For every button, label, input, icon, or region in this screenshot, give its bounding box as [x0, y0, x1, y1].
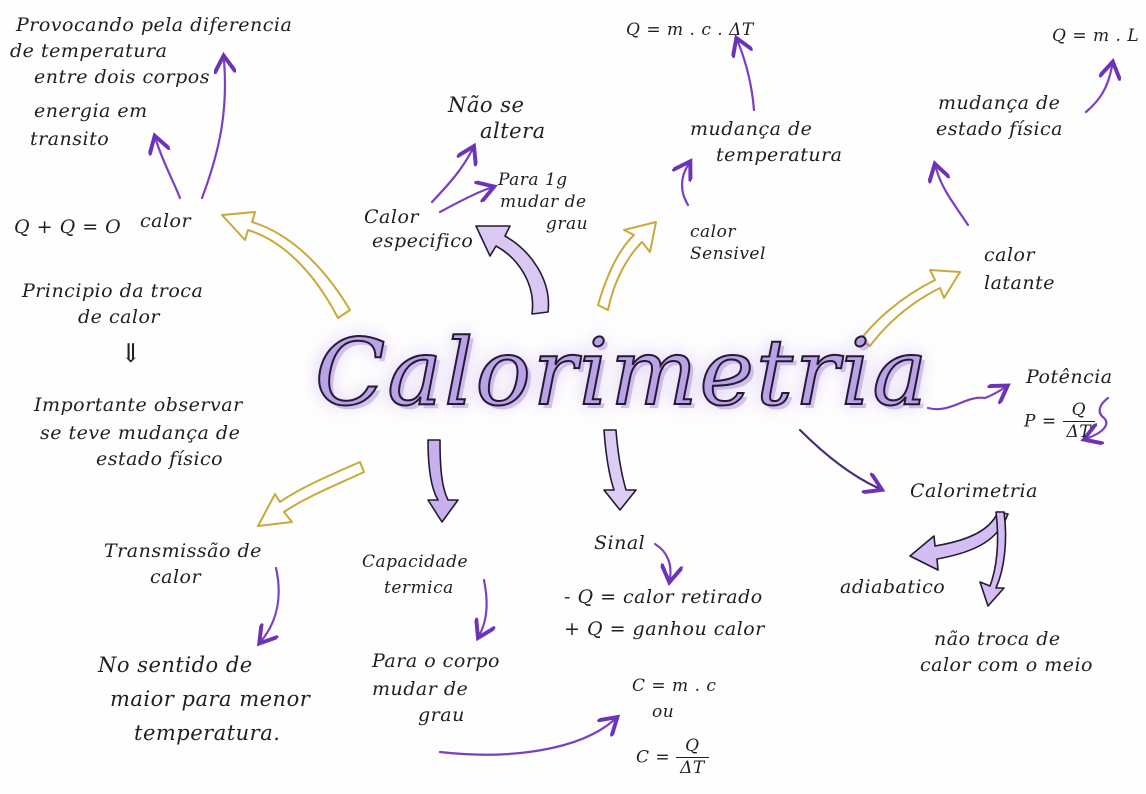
arrow-estado-formula: [1084, 66, 1112, 114]
capacidade-numerator: Q: [676, 736, 709, 759]
para1g-text-line1: Para 1g: [498, 170, 568, 190]
arrow-sensivel-mudanca: [682, 165, 688, 207]
yellow-arrow-to-sensivel: [597, 221, 657, 311]
mudanca-estado-line2: estado física: [936, 118, 1064, 140]
arrow-title-potencia: [926, 388, 1004, 411]
importante-text-line1: Importante observar: [34, 394, 243, 416]
calor-label: calor: [140, 210, 192, 232]
purple-arrow-to-adiabatico: [909, 511, 1009, 571]
principio-text-line1: Principio da troca: [22, 280, 204, 302]
potencia-label: Potência: [1026, 366, 1113, 388]
calor-latente-label-line1: calor: [984, 244, 1036, 266]
potencia-fraction: Q ΔT: [1062, 400, 1096, 444]
yellow-arrow-to-latente: [859, 269, 961, 347]
arrow-sinal-list: [653, 542, 670, 578]
sinal-negativo: - Q = calor retirado: [564, 586, 763, 608]
importante-text-line2: se teve mudança de: [40, 422, 241, 444]
nao-altera-text-line2: altera: [480, 119, 546, 143]
sensivel-formula: Q = m . c . ΔT: [626, 20, 754, 40]
arrow-mudanca-formula: [738, 42, 756, 112]
main-title: Calorimetria: [314, 318, 930, 427]
para-corpo-line3: grau: [418, 704, 465, 726]
capacidade-label-line2: termica: [384, 578, 454, 598]
arrow-corpo-formula: [438, 720, 614, 756]
potencia-numerator: Q: [1062, 400, 1096, 423]
transmissao-label-line2: calor: [150, 566, 202, 588]
equacao-text: Q + Q = O: [14, 216, 122, 238]
purple-arrow-to-para1g: [475, 225, 550, 315]
calor-sensivel-label-line1: calor: [690, 222, 736, 242]
purple-arrow-to-sinal: [603, 429, 637, 511]
provocado-text-line3: entre dois corpos: [34, 66, 210, 88]
provocado-text-line1: Provocando pela diferencia: [16, 14, 293, 36]
capacidade-denominator: ΔT: [680, 758, 705, 779]
energia-text-line1: energia em: [34, 100, 148, 122]
yellow-arrow-to-calor: [221, 211, 351, 319]
yellow-arrow-to-transmissao: [257, 461, 365, 527]
sinal-label: Sinal: [594, 532, 646, 554]
capacidade-formula1: C = m . c: [632, 676, 717, 696]
capacidade-formula2-left: C =: [636, 747, 671, 768]
arrow-transmissao-sentido: [262, 566, 280, 640]
energia-text-line2: transito: [30, 128, 110, 150]
capacidade-fraction: Q ΔT: [676, 736, 709, 780]
implies-arrow-icon: ⇓: [120, 339, 143, 369]
sinal-positivo: + Q = ganhou calor: [564, 618, 765, 640]
capacidade-ou: ou: [652, 702, 675, 722]
para1g-text-line2: mudar de: [500, 192, 587, 212]
calor-sensivel-label-line2: Sensivel: [690, 244, 766, 264]
adiabatico-text: adiabatico: [840, 576, 946, 598]
arrow-especifico-para1g: [438, 188, 490, 214]
potencia-denominator: ΔT: [1066, 422, 1092, 443]
nao-troca-line2: calor com o meio: [920, 654, 1093, 676]
arrow-calor-provocado: [200, 60, 225, 200]
provocado-text-line2: de temperatura: [10, 40, 168, 62]
purple-arrow-to-nao-troca: [979, 511, 1007, 607]
capacidade-formula2: C = Q ΔT: [636, 736, 709, 780]
mudanca-temp-line1: mudança de: [690, 118, 813, 140]
sentido-text-line1: No sentido de: [98, 653, 253, 677]
mudanca-temp-line2: temperatura: [716, 144, 843, 166]
principio-text-line2: de calor: [78, 306, 161, 328]
arrow-capacidade-corpo: [480, 578, 487, 634]
para1g-text-line3: grau: [546, 214, 589, 234]
arrow-title-calorimetria: [798, 428, 878, 488]
calor-especifico-label-line1: Calor: [364, 206, 419, 228]
latente-formula: Q = m . L: [1052, 26, 1140, 46]
nao-altera-text-line1: Não se: [448, 93, 525, 117]
nao-troca-line1: não troca de: [934, 628, 1061, 650]
para-corpo-line2: mudar de: [372, 678, 469, 700]
potencia-formula-left: P =: [1024, 411, 1057, 432]
capacidade-label-line1: Capacidade: [362, 552, 469, 572]
calor-especifico-label-line2: especifico: [372, 230, 474, 252]
para-corpo-line1: Para o corpo: [372, 650, 500, 672]
arrow-potencia-formula: [1088, 396, 1110, 438]
arrow-latente-estado: [936, 168, 970, 227]
arrow-calor-energia: [156, 140, 182, 200]
mudanca-estado-line1: mudança de: [938, 92, 1061, 114]
transmissao-label-line1: Transmissão de: [104, 540, 262, 562]
sentido-text-line2: maior para menor: [110, 687, 311, 711]
importante-text-line3: estado físico: [96, 448, 224, 470]
sentido-text-line3: temperatura.: [134, 721, 281, 745]
calor-latente-label-line2: latante: [984, 272, 1055, 294]
arrow-especifico-nao-altera: [430, 150, 472, 204]
purple-arrow-to-capacidade: [427, 439, 459, 523]
potencia-formula: P = Q ΔT: [1024, 400, 1096, 444]
calorimetria-sub-label: Calorimetria: [910, 480, 1038, 502]
